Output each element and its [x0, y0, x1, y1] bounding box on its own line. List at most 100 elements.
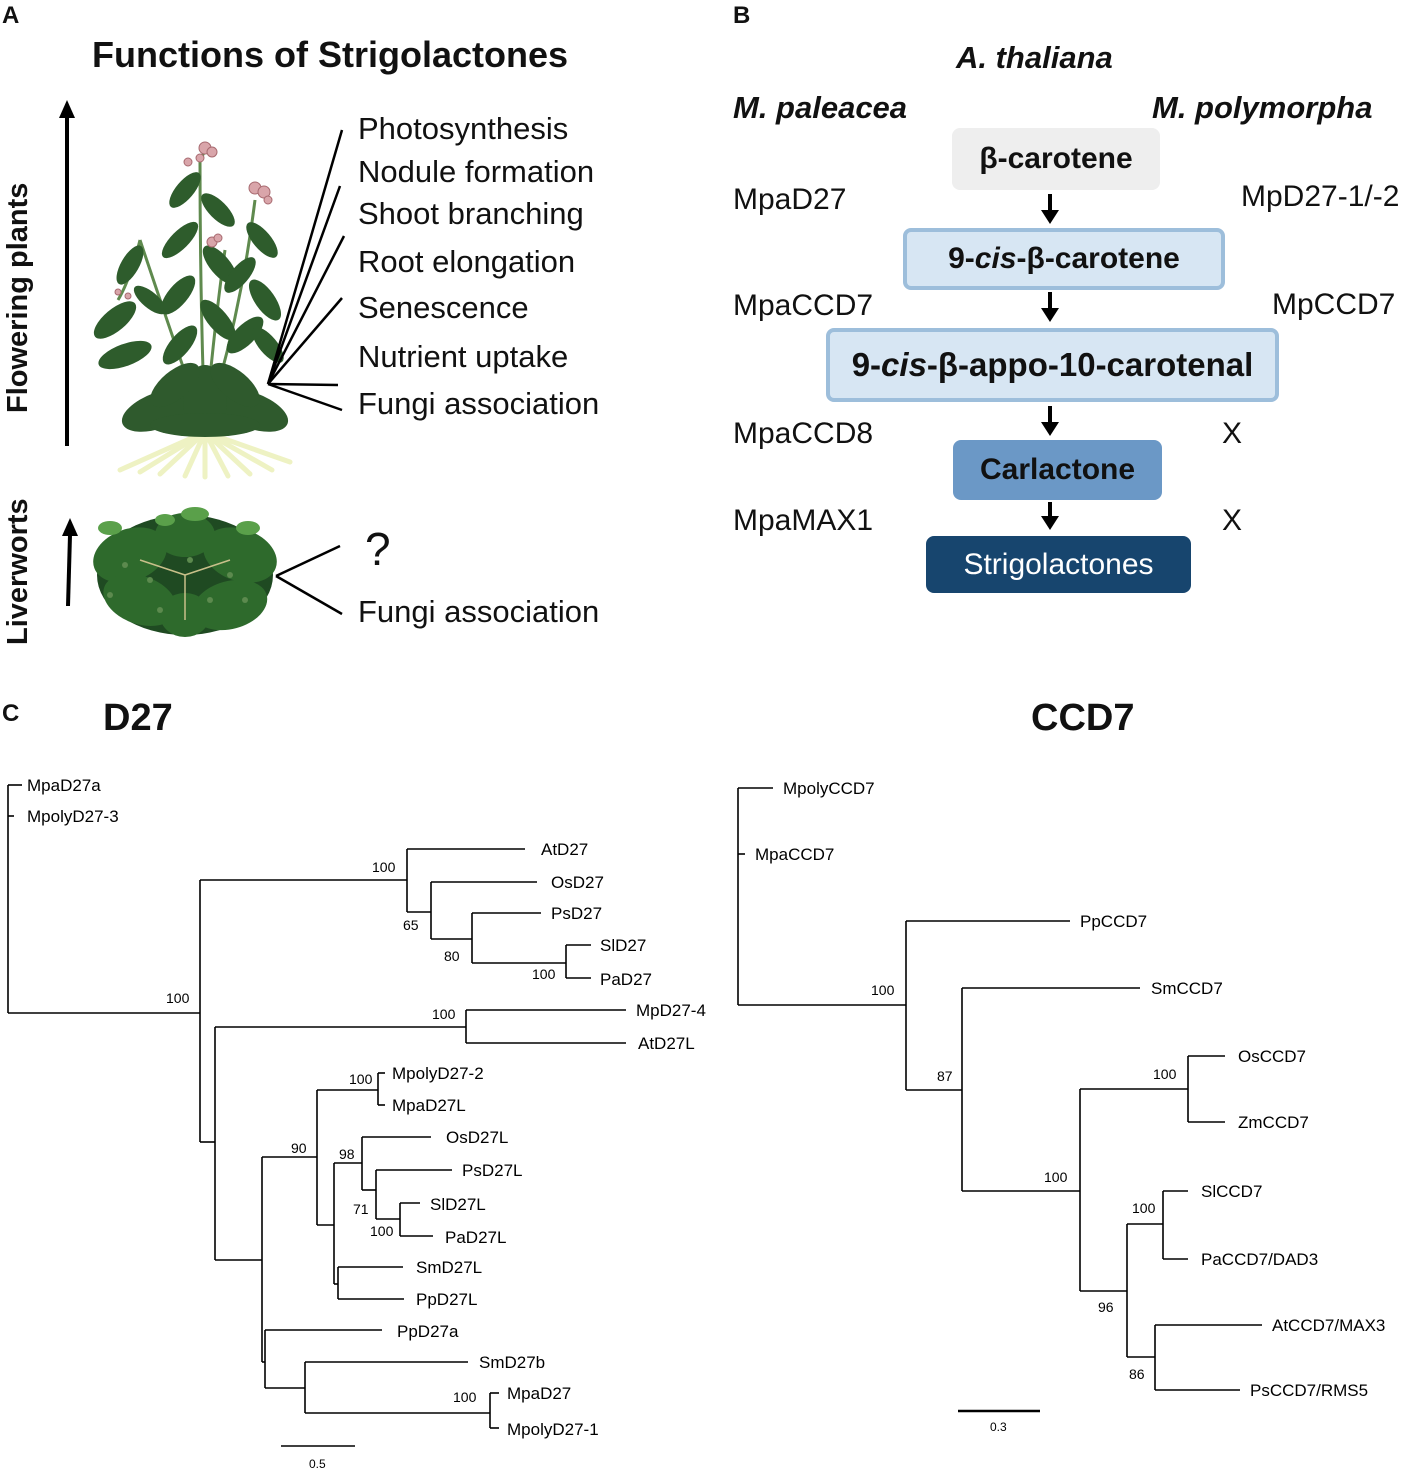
d27-bootstrap: 90 — [291, 1140, 307, 1156]
d27-leaf: PpD27L — [416, 1290, 477, 1309]
enzyme-mpamax1: MpaMAX1 — [733, 504, 874, 537]
ccd7-bootstrap-values: 100 87 100 100 100 96 86 — [871, 982, 1177, 1382]
d27-leaf: MpaD27L — [392, 1096, 466, 1115]
d27-leaf: MpaD27 — [507, 1384, 571, 1403]
d27-leaf: MpolyD27-2 — [392, 1064, 484, 1083]
d27-bootstrap: 100 — [432, 1006, 456, 1022]
d27-bootstrap: 100 — [372, 859, 396, 875]
ccd7-leaf: PaCCD7/DAD3 — [1201, 1250, 1318, 1269]
cis-apo-carotenal-box: 9-cis-β-appo-10-carotenal — [826, 328, 1279, 402]
ccd7-bootstrap: 100 — [871, 982, 895, 998]
strigolactones-label: Strigolactones — [963, 547, 1154, 581]
strigolactones-box: Strigolactones — [926, 536, 1191, 593]
d27-leaf: AtD27 — [541, 840, 588, 859]
d27-tree-title: D27 — [103, 697, 173, 739]
d27-leaf: PaD27 — [600, 970, 652, 989]
d27-leaf: PsD27 — [551, 904, 602, 923]
d27-bootstrap: 80 — [444, 948, 460, 964]
enzyme-mpaccd7: MpaCCD7 — [733, 289, 874, 322]
liverwort-question-mark: ? — [365, 523, 391, 575]
species-m-polymorpha: M. polymorpha — [1152, 90, 1373, 125]
liverwort-illustration — [93, 507, 277, 637]
liverwort-fungi-association: Fungi association — [358, 594, 600, 629]
d27-leaf: PaD27L — [445, 1228, 506, 1247]
enzyme-mpd27: MpD27-1/-2 — [1241, 180, 1400, 213]
enzyme-mpaccd8: MpaCCD8 — [733, 417, 874, 450]
d27-leaf: OsD27 — [551, 873, 604, 892]
liverwort-fan-lines — [275, 544, 343, 616]
ccd7-leaf: PpCCD7 — [1080, 912, 1147, 931]
ccd7-leaf: MpolyCCD7 — [783, 779, 875, 798]
d27-leaf: SmD27b — [479, 1353, 545, 1372]
d27-leaf-labels: MpaD27a MpolyD27-3 AtD27 OsD27 PsD27 SlD… — [27, 776, 706, 1439]
d27-bootstrap: 71 — [353, 1201, 369, 1217]
ccd7-bootstrap: 96 — [1098, 1299, 1114, 1315]
d27-bootstrap-values: 100 65 80 100 100 100 100 90 98 71 100 1… — [166, 859, 556, 1405]
ccd7-tree — [737, 787, 1262, 1413]
d27-leaf: AtD27L — [638, 1034, 695, 1053]
panel-c-letter: C — [2, 700, 20, 727]
enzyme-mpad27: MpaD27 — [733, 183, 847, 216]
ccd7-bootstrap: 100 — [1044, 1169, 1068, 1185]
carlactone-label: Carlactone — [979, 453, 1136, 486]
function-fungi-association: Fungi association — [358, 386, 600, 421]
ccd7-leaf: AtCCD7/MAX3 — [1272, 1316, 1385, 1335]
cis-beta-carotene-box: 9-cis-β-carotene — [903, 228, 1225, 290]
panel-b-letter: B — [733, 2, 751, 29]
species-m-paleacea: M. paleacea — [733, 90, 908, 125]
function-nodule-formation: Nodule formation — [358, 154, 595, 189]
d27-bootstrap: 98 — [339, 1146, 355, 1162]
d27-leaf: SlD27L — [430, 1195, 486, 1214]
d27-bootstrap: 100 — [532, 966, 556, 982]
d27-bootstrap: 100 — [349, 1071, 373, 1087]
liverworts-arrow — [62, 518, 78, 607]
ccd7-bootstrap: 100 — [1132, 1200, 1156, 1216]
d27-leaf: MpolyD27-3 — [27, 807, 119, 826]
carlactone-box: Carlactone — [953, 440, 1162, 500]
beta-carotene-label: β-carotene — [979, 142, 1133, 175]
d27-leaf: MpolyD27-1 — [507, 1420, 599, 1439]
flowering-plant-illustration — [93, 141, 293, 480]
ccd7-scale-label: 0.3 — [990, 1420, 1007, 1434]
d27-leaf: MpaD27a — [27, 776, 101, 795]
enzyme-mpccd7: MpCCD7 — [1272, 288, 1396, 321]
function-root-elongation: Root elongation — [358, 244, 576, 279]
cis-beta-carotene-suffix: -β-carotene — [1016, 242, 1180, 275]
enzyme-absent-ccd8: X — [1222, 417, 1243, 450]
d27-leaf: SlD27 — [600, 936, 646, 955]
d27-bootstrap: 100 — [370, 1223, 394, 1239]
d27-leaf: PsD27L — [462, 1161, 522, 1180]
d27-bootstrap: 100 — [453, 1389, 477, 1405]
flowering-arrow — [59, 100, 75, 446]
function-shoot-branching: Shoot branching — [358, 196, 584, 231]
d27-leaf: SmD27L — [416, 1258, 482, 1277]
ccd7-leaf: ZmCCD7 — [1238, 1113, 1309, 1132]
panel-a-graphics — [59, 100, 346, 637]
ccd7-bootstrap: 86 — [1129, 1366, 1145, 1382]
ccd7-leaf: OsCCD7 — [1238, 1047, 1306, 1066]
function-photosynthesis: Photosynthesis — [358, 111, 569, 146]
panel-a-title: Functions of Strigolactones — [92, 34, 569, 75]
cis-beta-carotene-prefix: 9- — [948, 242, 975, 275]
species-a-thaliana: A. thaliana — [956, 40, 1113, 75]
ccd7-leaf-labels: MpolyCCD7 MpaCCD7 PpCCD7 SmCCD7 OsCCD7 Z… — [755, 779, 1385, 1400]
d27-leaf: OsD27L — [446, 1128, 508, 1147]
beta-carotene-box: β-carotene — [952, 128, 1160, 190]
function-fan-lines — [266, 129, 346, 412]
cis-apo-prefix: 9- — [851, 346, 882, 383]
ccd7-tree-title: CCD7 — [1031, 697, 1135, 739]
ccd7-leaf: SlCCD7 — [1201, 1182, 1262, 1201]
ccd7-leaf: PsCCD7/RMS5 — [1250, 1381, 1368, 1400]
ccd7-bootstrap: 87 — [937, 1068, 953, 1084]
cis-apo-cis: cis — [881, 346, 927, 383]
ccd7-leaf: MpaCCD7 — [755, 845, 834, 864]
pathway-arrows — [1041, 194, 1059, 530]
ccd7-leaf: SmCCD7 — [1151, 979, 1223, 998]
panel-a-letter: A — [2, 2, 20, 29]
function-senescence: Senescence — [358, 290, 529, 325]
cis-beta-carotene-cis: cis — [974, 242, 1017, 275]
function-nutrient-uptake: Nutrient uptake — [358, 339, 569, 374]
ccd7-bootstrap: 100 — [1153, 1066, 1177, 1082]
d27-scale-label: 0.5 — [309, 1457, 326, 1470]
cis-apo-suffix: -β-appo-10-carotenal — [926, 346, 1254, 383]
